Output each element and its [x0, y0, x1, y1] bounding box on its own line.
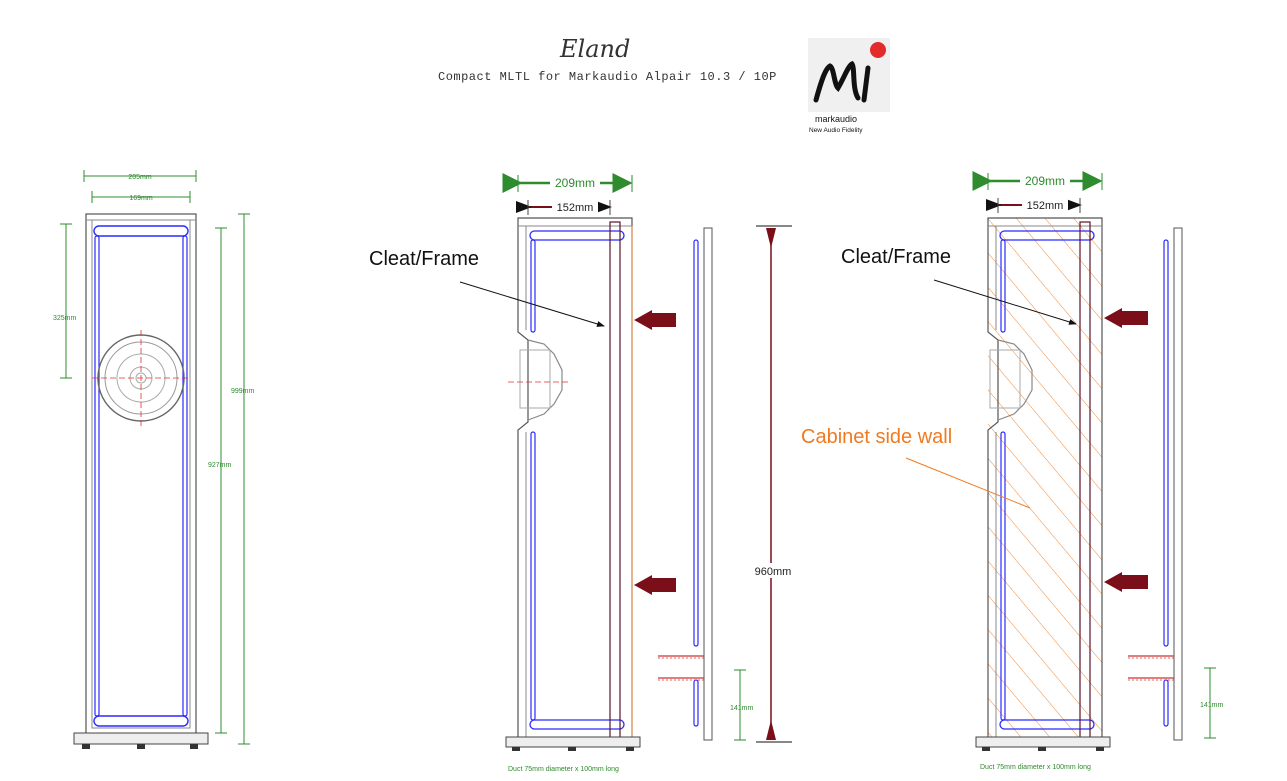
frame-panel-height: 960mm [755, 566, 792, 578]
logo-brand: markaudio [815, 114, 857, 124]
wall-cleat-frame-label: Cleat/Frame [841, 246, 951, 268]
front-total-height: 999mm [231, 388, 255, 395]
side-view-frame: 209mm 152mm 960mm 141mm Cleat/Frame Duct… [369, 173, 796, 773]
frame-port-height: 141mm [730, 705, 754, 712]
frame-inner-depth: 152mm [557, 202, 594, 214]
diagram-title: Eland [560, 35, 631, 63]
cleat-frame-label: Cleat/Frame [369, 248, 479, 270]
side-view-wall: 209mm 152mm 141mm Cleat/Frame Cabinet si… [801, 171, 1224, 771]
markaudio-logo: markaudio New Audio Fidelity [808, 38, 890, 134]
diagram-subtitle: Compact MLTL for Markaudio Alpair 10.3 /… [438, 70, 777, 84]
front-outer-width: 205mm [128, 174, 152, 181]
logo-tagline: New Audio Fidelity [809, 127, 863, 134]
front-inner-height: 927mm [208, 462, 232, 469]
frame-outer-depth: 209mm [555, 176, 595, 190]
wall-outer-depth: 209mm [1025, 174, 1065, 188]
front-inner-width: 169mm [129, 195, 153, 202]
wall-inner-depth: 152mm [1027, 200, 1064, 212]
front-view: 205mm 169mm 325mm 999mm 927mm [53, 170, 255, 749]
wall-port-height: 141mm [1200, 702, 1224, 709]
frame-duct-note: Duct 75mm diameter x 100mm long [508, 766, 619, 773]
wall-duct-note: Duct 75mm diameter x 100mm long [980, 764, 1091, 771]
front-driver-height: 325mm [53, 315, 77, 322]
cabinet-side-wall-label: Cabinet side wall [801, 426, 952, 448]
